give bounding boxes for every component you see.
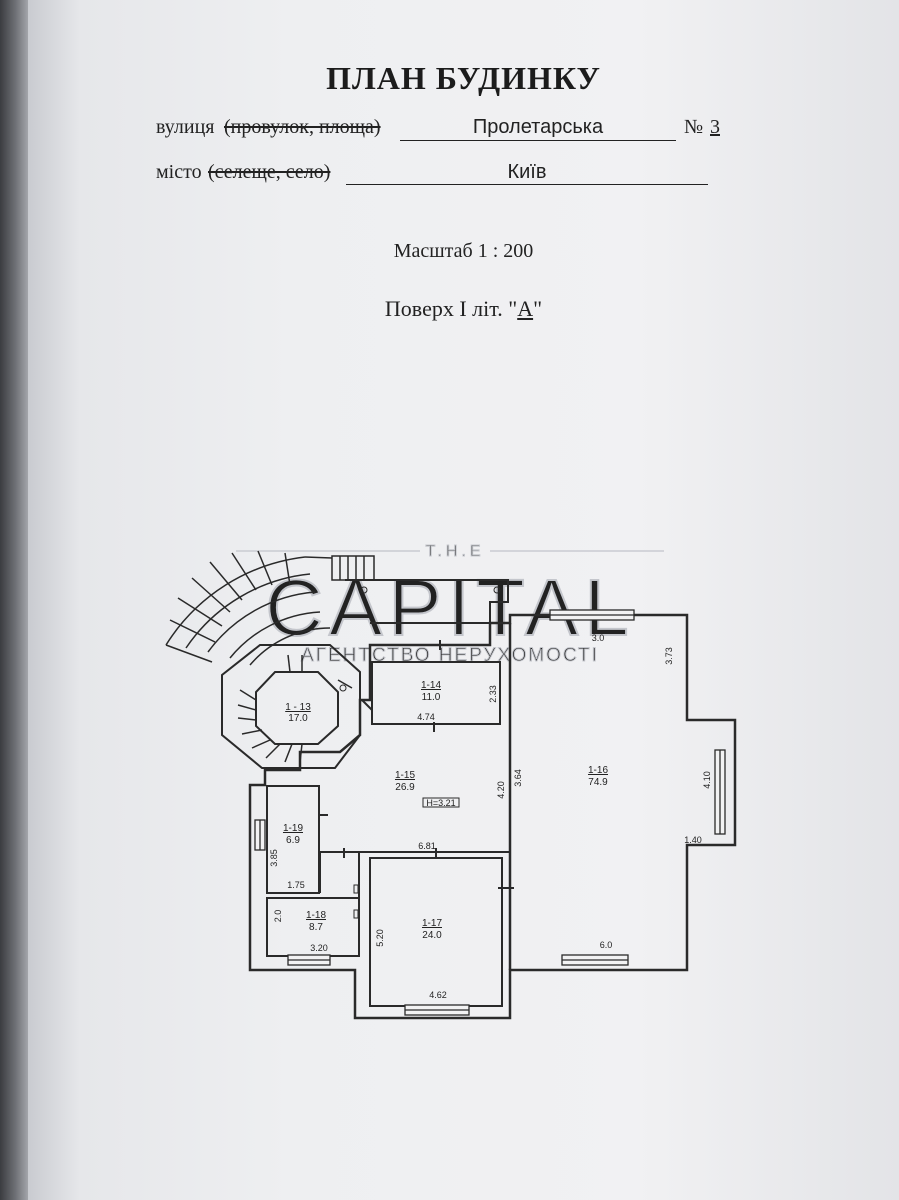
- room-1-17-area: 24.0: [422, 930, 442, 941]
- scale-label: Масштаб 1 : 200: [393, 240, 534, 262]
- dim-3-64: 3.64: [513, 769, 523, 787]
- dim-3-73: 3.73: [664, 647, 674, 665]
- street-struck-options: (провулок, площа): [224, 116, 381, 138]
- dim-4-20: 4.20: [496, 781, 506, 799]
- floor-label: Поверх І літ. "А": [28, 296, 899, 322]
- room-1-16-area: 74.9: [588, 777, 608, 788]
- street-label: вулиця: [156, 116, 215, 138]
- room-1-15-height: H=3.21: [426, 798, 455, 808]
- dim-3-20: 3.20: [310, 943, 328, 953]
- page-title: ПЛАН БУДИНКУ: [326, 60, 601, 96]
- city-value: Київ: [507, 161, 547, 183]
- dim-6-0: 6.0: [600, 940, 613, 950]
- street-value: Пролетарська: [472, 116, 604, 138]
- floor-prefix: Поверх І літ. ": [384, 296, 518, 321]
- room-labels: 1 - 13 17.0 1-14 11.0 1-15 26.9 H=3.21 1…: [283, 680, 608, 941]
- room-1-18-id: 1-18: [306, 910, 326, 921]
- house-number-label: №: [684, 116, 704, 138]
- dim-5-20: 5.20: [375, 929, 385, 947]
- dim-1-75: 1.75: [287, 880, 305, 890]
- room-1-13-id: 1 - 13: [285, 702, 311, 713]
- room-1-18-area: 8.7: [309, 922, 323, 933]
- dim-3-85: 3.85: [269, 849, 279, 867]
- dim-4-62: 4.62: [429, 990, 447, 1000]
- floor-letter: А: [517, 296, 534, 321]
- dim-4-74: 4.74: [417, 712, 435, 722]
- room-1-19-area: 6.9: [286, 835, 300, 846]
- watermark-main: CAPITAL: [265, 563, 635, 652]
- floor-suffix: ": [533, 296, 543, 321]
- plan-walls: [221, 579, 737, 1020]
- room-1-14-area: 11.0: [422, 692, 441, 703]
- dim-6-81: 6.81: [418, 841, 436, 851]
- city-label: місто: [156, 161, 202, 183]
- room-1-15-area: 26.9: [395, 782, 415, 793]
- room-1-16-id: 1-16: [588, 765, 608, 776]
- dim-3-0: 3.0: [592, 633, 605, 643]
- watermark-top: T.H.E: [425, 543, 484, 560]
- room-1-14-id: 1-14: [421, 680, 441, 691]
- dim-1-40: 1.40: [684, 835, 702, 845]
- room-1-19-id: 1-19: [283, 823, 303, 834]
- dim-4-10: 4.10: [702, 771, 712, 789]
- street-fill-line: [400, 140, 676, 141]
- dimension-labels: 3.0 3.73 2.33 4.74 4.20 3.64 4.10 1.40 6…: [269, 633, 712, 1000]
- plan-windows: [254, 609, 726, 1016]
- city-struck-options: (селеще, село): [208, 161, 331, 183]
- city-fill-line: [346, 184, 708, 185]
- binder-edge: [0, 0, 28, 1200]
- plan-stairs: [165, 550, 375, 763]
- room-1-17-id: 1-17: [422, 918, 442, 929]
- house-number-value: 3: [710, 116, 720, 138]
- room-1-13-area: 17.0: [288, 713, 308, 724]
- dim-2-33: 2.33: [488, 685, 498, 703]
- document-page: ПЛАН БУДИНКУ вулиця (провулок, площа) Пр…: [28, 0, 899, 1200]
- plan-markers: [320, 586, 514, 919]
- room-1-15-id: 1-15: [395, 770, 415, 781]
- watermark-logo: T.H.E CAPITAL АГЕНТСТВО НЕРУХОМОСТІ: [236, 543, 664, 667]
- dim-2-0: 2.0: [273, 910, 283, 923]
